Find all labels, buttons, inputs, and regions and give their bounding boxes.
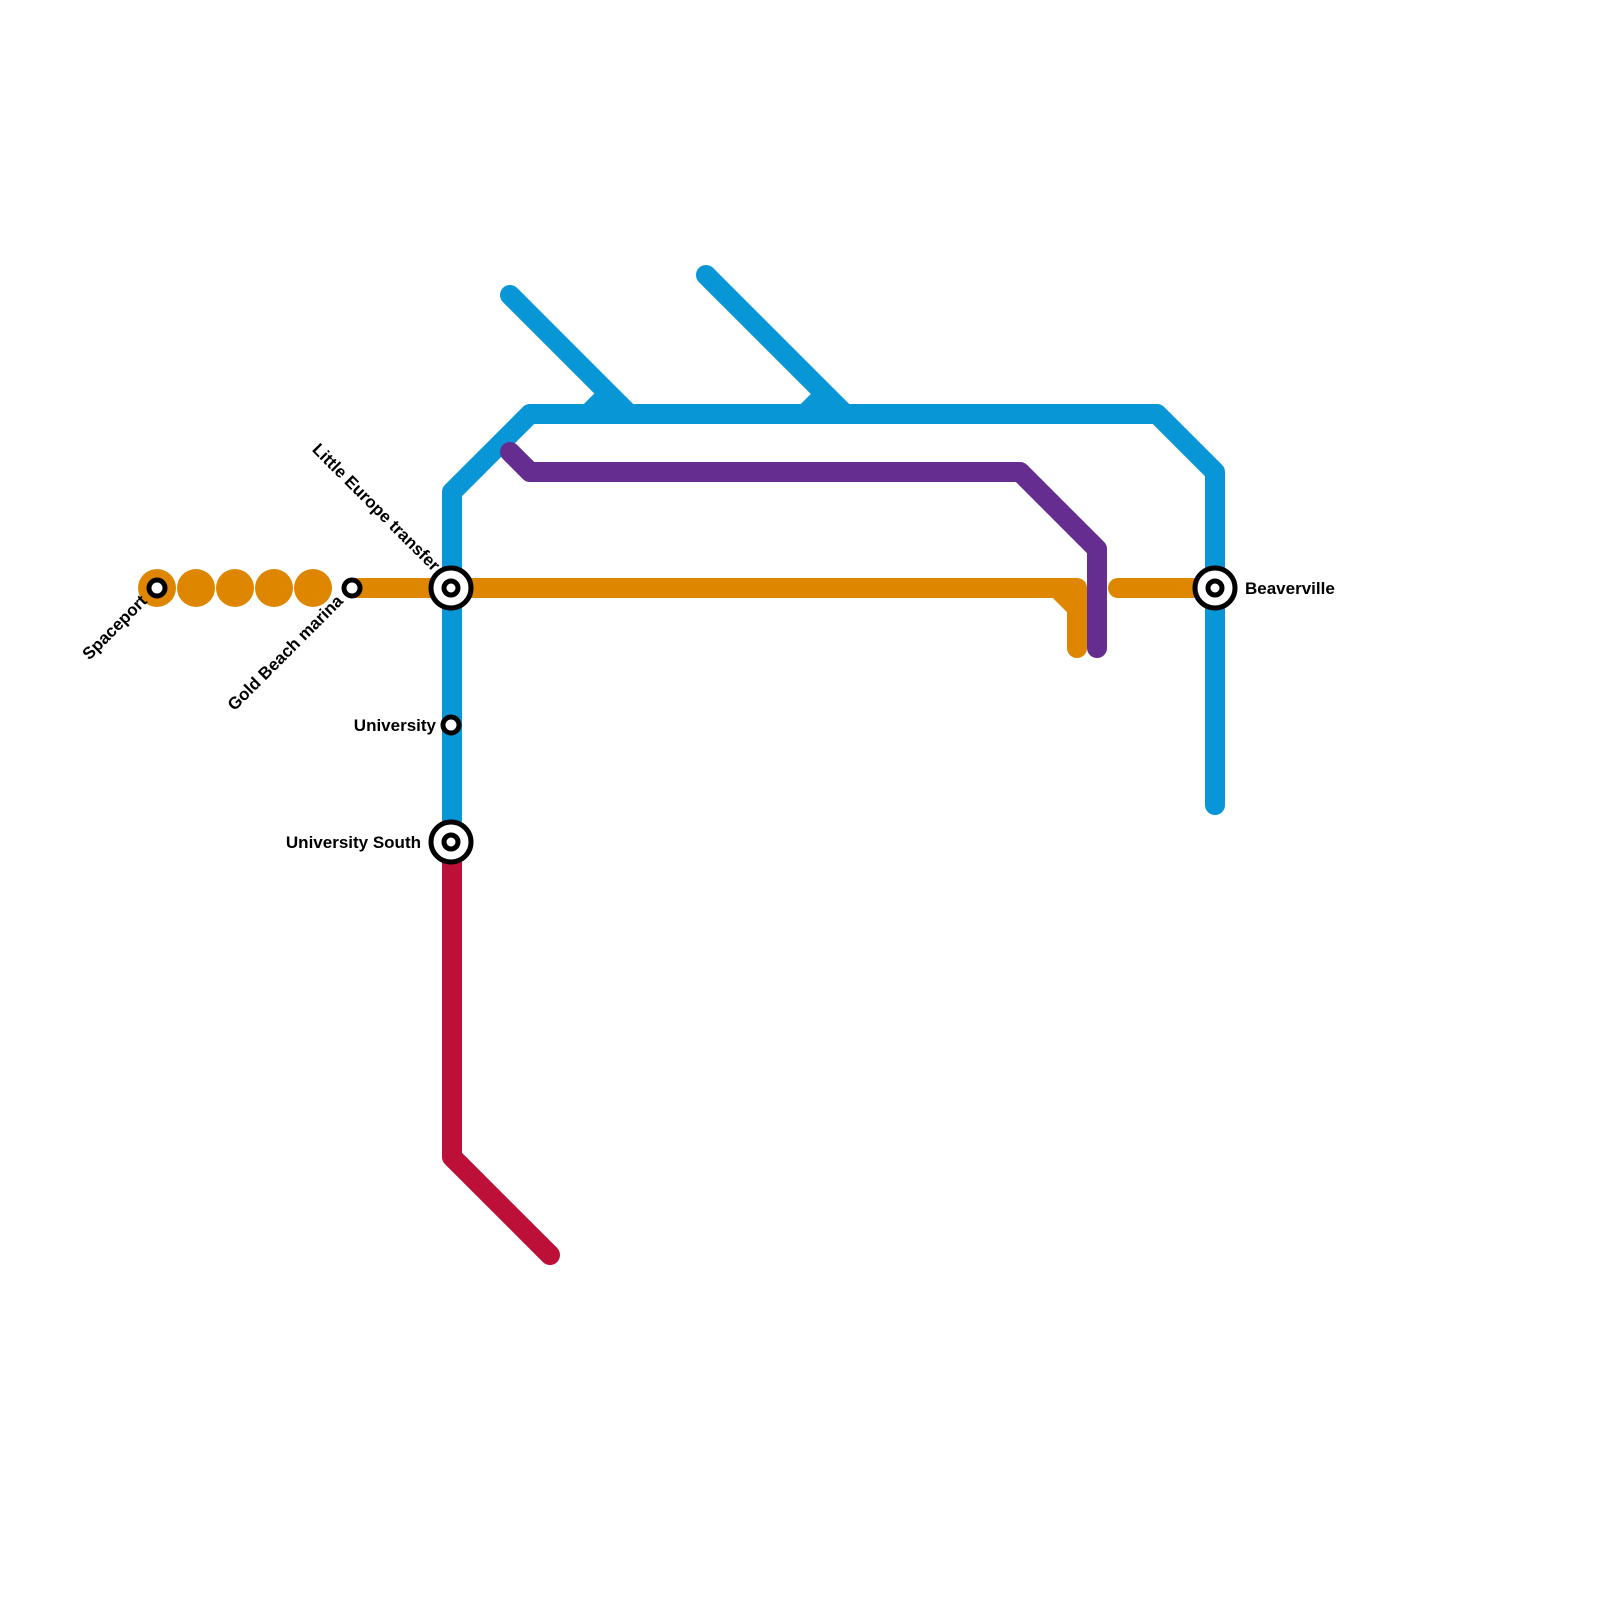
label-university-south: University South — [286, 833, 421, 852]
orange-dot — [177, 569, 215, 607]
blue-line-branch-west[interactable] — [500, 285, 637, 422]
orange-dot — [216, 569, 254, 607]
orange-dot — [294, 569, 332, 607]
label-gold-beach-marina: Gold Beach marina — [224, 591, 347, 714]
label-little-europe-transfer: Little Europe transfer — [309, 440, 444, 575]
station-university[interactable] — [440, 714, 462, 736]
station-beaverville[interactable] — [1192, 565, 1238, 611]
label-beaverville: Beaverville — [1245, 579, 1335, 598]
purple-line[interactable] — [500, 442, 1107, 658]
orange-dot — [255, 569, 293, 607]
red-line[interactable] — [442, 852, 560, 1265]
station-little-europe-transfer[interactable] — [428, 565, 474, 611]
station-spaceport[interactable] — [146, 577, 168, 599]
label-university: University — [354, 716, 437, 735]
station-gold-beach-marina[interactable] — [341, 577, 363, 599]
orange-line-main[interactable] — [345, 578, 1087, 658]
blue-line-branch-east[interactable] — [696, 265, 853, 422]
label-spaceport: Spaceport — [79, 591, 151, 663]
station-university-south[interactable] — [428, 819, 474, 865]
